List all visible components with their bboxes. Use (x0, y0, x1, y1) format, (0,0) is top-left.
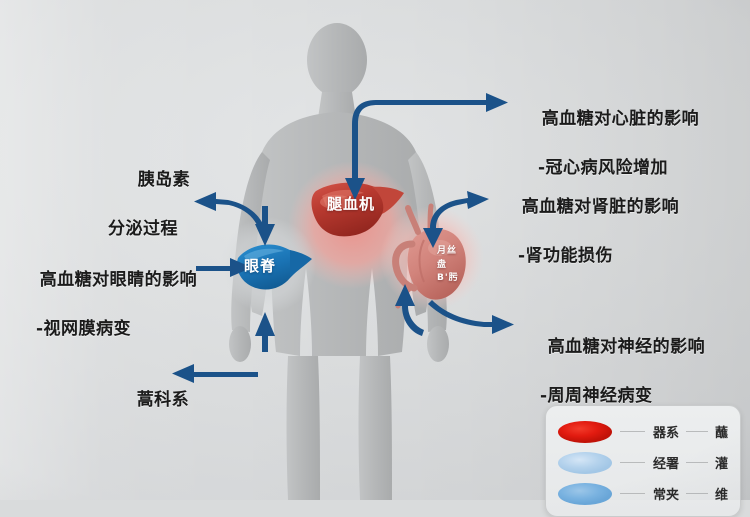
legend-text-right: 蘸 (715, 422, 728, 441)
legend-leader-line (620, 493, 645, 494)
heart-organ-label: 月丝 盘 B'肟 (437, 245, 459, 286)
pancreas-organ-label: 眼脊 (244, 255, 276, 276)
legend-panel: 器系 蘸 经署 灌 常夹 维 (545, 405, 741, 517)
arrow-to-nerve-callout (428, 300, 514, 334)
body-silhouette-layer (172, 23, 514, 500)
arrow-to-eye-organ (196, 258, 252, 277)
arrow-to-heart-callout (345, 93, 508, 200)
legend-text-left: 经署 (653, 453, 679, 472)
callout-eye: 高血糖对眼睛的影响 -视网膜病变 (14, 243, 197, 391)
legend-text-left: 器系 (653, 422, 679, 441)
legend-swatch-red (558, 420, 612, 443)
callout-heart-line2: -冠心病风险增加 (516, 156, 699, 181)
callout-insulin-line1: 胰岛素 (138, 170, 191, 190)
arrow-up-to-heart (395, 284, 424, 336)
legend-swatch-blue (558, 482, 612, 505)
callout-kidney-line1: 高血糖对肾脏的影响 (522, 197, 680, 217)
legend-text-right: 灌 (715, 453, 728, 472)
arrows-layer (172, 93, 514, 383)
legend-swatch-light-blue (558, 451, 612, 474)
arrow-to-bottom-left-label (172, 364, 258, 383)
legend-row: 常夹 维 (558, 478, 728, 509)
legend-leader-line (620, 431, 645, 432)
legend-leader-line-2 (685, 462, 708, 463)
callout-kidney-line2: -肾功能损伤 (496, 244, 679, 269)
legend-text-left: 常夹 (653, 484, 679, 503)
callout-heart-line1: 高血糖对心脏的影响 (542, 109, 700, 129)
callout-bottom-left-line1: 蒿科系 (137, 390, 190, 410)
callout-eye-line1: 高血糖对眼睛的影响 (40, 270, 198, 290)
legend-leader-line (620, 462, 645, 463)
callout-nerve-line2: -周周神经病变 (522, 384, 705, 409)
legend-row: 经署 灌 (558, 447, 728, 478)
callout-insulin: 胰岛素 分泌过程 (108, 143, 191, 291)
arrow-to-kidney-callout (423, 191, 489, 248)
arrow-to-insulin-label (194, 192, 266, 234)
callout-eye-line2: -视网膜病变 (14, 317, 197, 342)
legend-leader-line-2 (685, 431, 708, 432)
arrow-down-to-pancreas (255, 206, 275, 246)
legend-leader-line-2 (685, 493, 708, 494)
callout-heart: 高血糖对心脏的影响 -冠心病风险增加 (516, 82, 699, 230)
legend-text-right: 维 (715, 484, 728, 503)
callout-insulin-line2: 分泌过程 (108, 217, 190, 242)
arrow-up-to-pancreas (255, 312, 275, 352)
callout-kidney: 高血糖对肾脏的影响 -肾功能损伤 (496, 170, 679, 318)
pancreas-illustration (236, 244, 312, 290)
legend-row: 器系 蘸 (558, 416, 728, 447)
callout-bottom-left: 蒿科系 (111, 363, 189, 437)
vignette-overlay (0, 0, 750, 500)
liver-organ-label: 腿血机 (327, 193, 375, 214)
callout-nerve-line1: 高血糖对神经的影响 (548, 337, 706, 357)
callout-nerve: 高血糖对神经的影响 -周周神经病变 (522, 310, 705, 458)
